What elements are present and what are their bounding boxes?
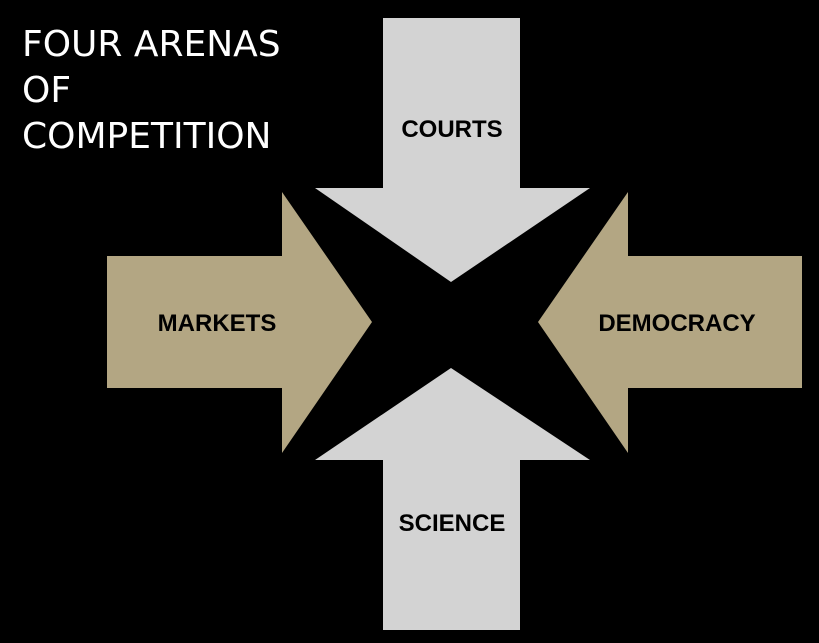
title-line-1: FOUR ARENAS — [22, 24, 281, 65]
courts-label: COURTS — [401, 116, 502, 143]
diagram-title: FOUR ARENAS OF COMPETITION — [22, 22, 281, 160]
democracy-arrow — [538, 192, 802, 453]
democracy-label: DEMOCRACY — [598, 310, 755, 337]
science-label: SCIENCE — [399, 510, 506, 537]
science-arrow — [315, 368, 590, 630]
title-line-2: OF — [22, 70, 72, 111]
courts-arrow — [315, 18, 590, 282]
markets-arrow — [107, 192, 372, 453]
title-line-3: COMPETITION — [22, 116, 272, 157]
markets-label: MARKETS — [158, 310, 277, 337]
